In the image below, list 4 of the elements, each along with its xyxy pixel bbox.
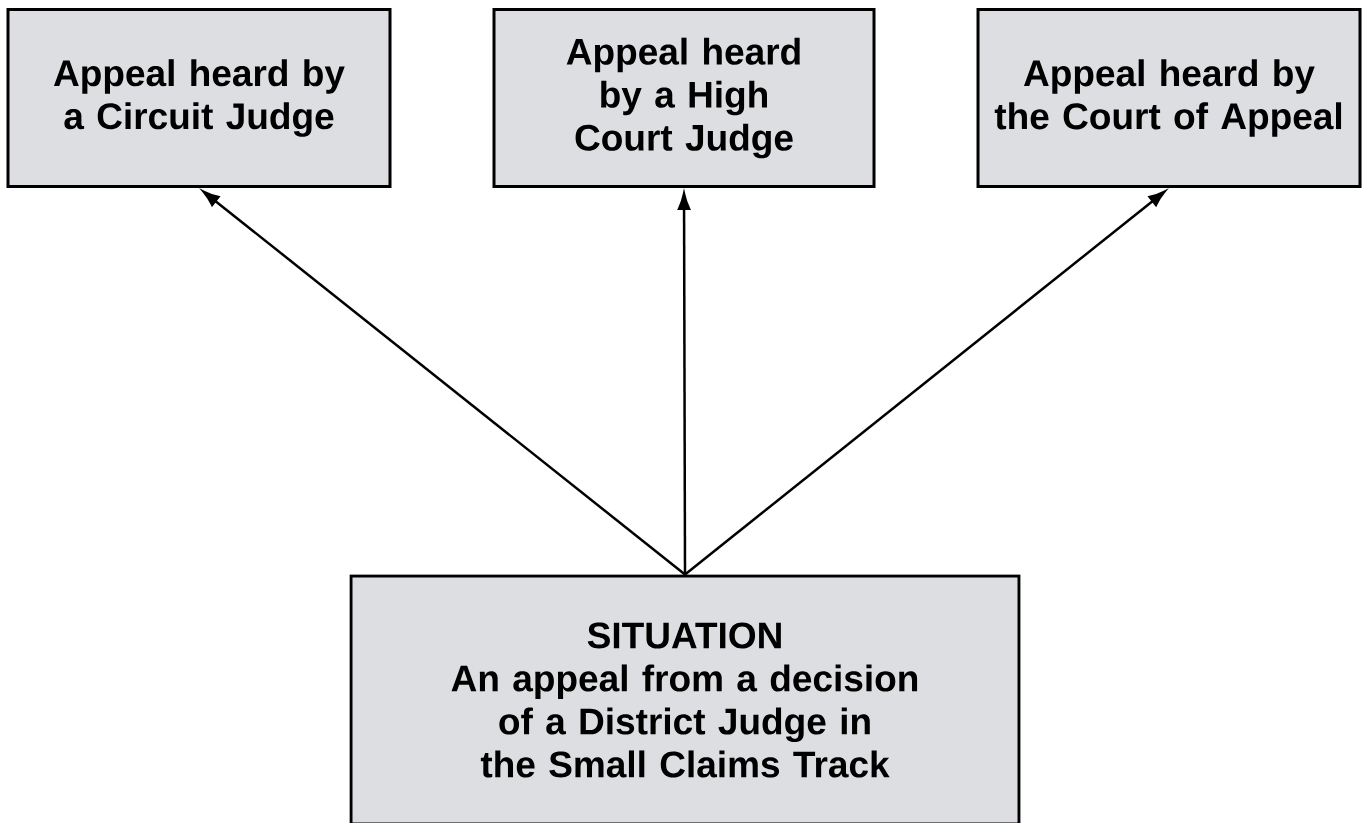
process-box: Appeal heard by the Court of Appeal [976,8,1362,188]
process-box: Appeal heard by a Circuit Judge [6,8,392,188]
process-box: Appeal heard by a High Court Judge [492,8,876,188]
process-box: SITUATION An appeal from a decision of a District Judge in the Small Claims Track [349,574,1021,823]
